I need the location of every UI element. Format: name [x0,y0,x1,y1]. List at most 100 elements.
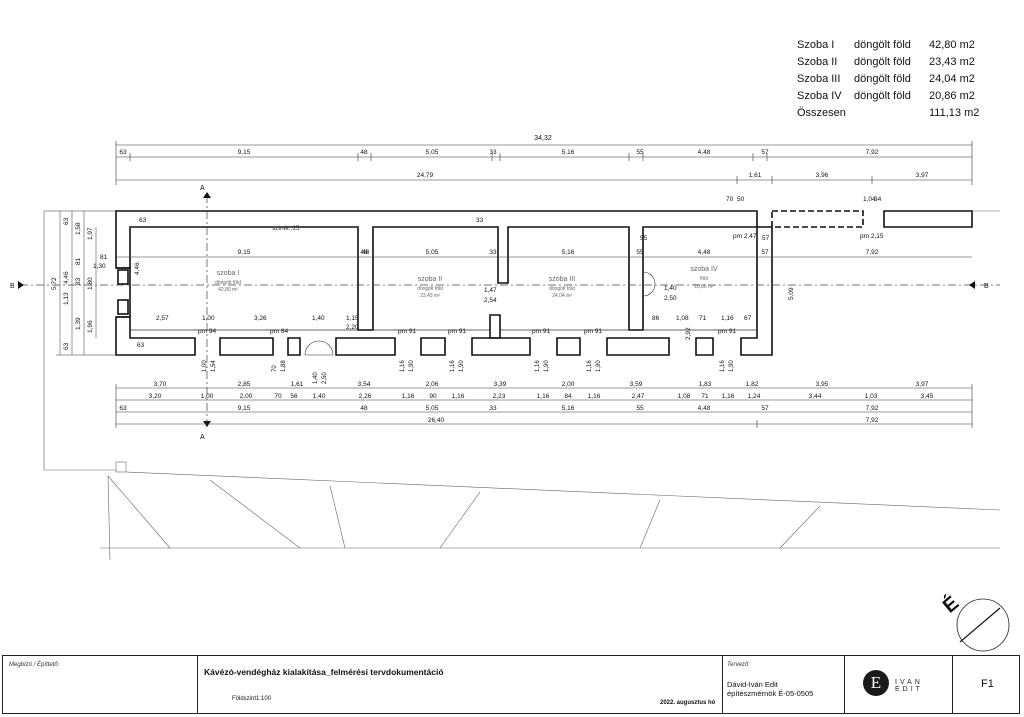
dim-label: 1,61 [749,172,762,179]
sheet-number: F1 [981,678,994,690]
dim-label: 34 [874,196,882,203]
dim-label: 2,50 [322,372,328,384]
dim-label: 3,45 [921,393,934,400]
north-arrow-icon [959,607,1001,643]
dim-label: 1,16 [722,393,735,400]
dim-label: 1,90 [409,360,415,372]
bottom-dimensions [115,384,973,428]
dim-label: 1,16 [537,393,550,400]
dim-label: 1,08 [678,393,691,400]
opening-label: pm 2,15 [860,233,884,240]
dim-label: 5,16 [562,149,575,156]
dim-label: 2,00 [562,381,575,388]
company-logo: E [863,670,889,696]
dim-label: 1,00 [201,393,214,400]
dim-label: 57 [762,235,770,242]
dim-label: 81 [75,257,82,265]
room-area: 23,43 m² [420,293,440,299]
dim-label: 1,83 [699,381,712,388]
dim-label: 63 [139,217,147,224]
dim-label: 2,92 [685,327,692,340]
dim-label: 70 [726,196,734,203]
inner-dimensions: 9,15 48 5,05 33 5,16 55 4,48 57 7,92 [238,249,879,256]
dim-label: 26,40 [428,417,445,424]
opening-label: pm 91 [718,328,736,335]
room-name: szoba II [418,276,443,283]
dim-label: 86 [652,315,660,322]
dim-label: 48 [360,149,368,156]
dim-label: 7,92 [866,149,879,156]
dim-label: 1,16 [720,360,726,372]
dim-label: 5,72 [51,277,58,290]
dim-label: 3,97 [916,381,929,388]
site-outline [44,210,1001,561]
room-floor: döngölt föld [549,286,575,292]
dim-label: 3,44 [809,393,822,400]
section-arrow-icon [969,281,975,289]
dim-label: 84 [564,393,572,400]
opening-label: pm 91 [584,328,602,335]
dim-label: 3,26 [254,315,267,322]
section-lines [20,195,1000,430]
misc-dimensions: 1,30 81 2,57 1,00 3,26 1,40 1,15 2,20 1,… [93,196,882,349]
room-area: 20,86 m² [694,284,714,290]
compass-circle [956,598,1010,652]
north-arrow: É [938,591,1010,652]
dim-row-3: 24,79 1,61 3,96 3,97 [417,172,929,179]
dim-label: 81 [100,254,108,261]
dim-label: 90 [429,393,437,400]
dim-label: 1,39 [75,317,82,330]
dim-label: 5,05 [426,405,439,412]
project-cell: Kávézó-vendégház kialakítása_felmérési t… [198,656,723,713]
dim-label: 1,40 [313,372,319,384]
room-floor: föld [700,276,708,282]
dim-label: 4,48 [698,249,711,256]
dim-label: 3,95 [816,381,829,388]
dim-label: 1,40 [313,393,326,400]
opening-label: pm 91 [532,328,550,335]
doors [304,271,656,356]
dim-label: 1,16 [587,360,593,372]
dim-label: 48 [360,249,368,256]
dim-label: 1,61 [291,381,304,388]
dim-label: 2,85 [238,381,251,388]
dim-label: 9,15 [238,405,251,412]
dim-label: 1,16 [402,393,415,400]
dim-label: 71 [699,315,707,322]
dim-label: 3,54 [358,381,371,388]
dim-label: 3,20 [149,393,162,400]
room-name: szoba IV [690,266,718,273]
dim-label: 63 [63,342,70,350]
room-name: szoba III [549,276,576,283]
section-label: B [10,283,15,290]
dim-label: 5,05 [426,249,439,256]
section-markers: B B A A [10,185,989,441]
dim-label: 1,47 [484,287,497,294]
dim-label: 4,46 [63,271,70,284]
dim-label: 2,26 [359,393,372,400]
dim-label: 2,50 [664,295,677,302]
dim-label: 1,96 [87,320,94,333]
dim-label: 1,90 [729,360,735,372]
dim-overall: 34,32 [534,135,552,142]
opening-label: pm 2,47 [733,233,757,240]
level-note: szintk.:15 [272,225,300,232]
dim-label: 57 [761,149,769,156]
vertical-dim-lines [43,210,116,470]
dim-label: 1,80 [87,277,94,290]
dim-label: 3,59 [630,381,643,388]
dim-label: 1,16 [721,315,734,322]
title-block: Megbízó / Építtető: Kávézó-vendégház kia… [2,655,1020,714]
dim-label: 3,96 [816,172,829,179]
dim-label: 55 [640,235,648,242]
dim-label: 1,40 [312,315,325,322]
bottom-dim-row-3: 63 9,15 48 5,05 33 5,16 55 4,48 57 7,92 [119,405,878,412]
dim-label: 5,09 [788,287,795,300]
opening-label: pm 84 [270,328,288,335]
dim-label: 4,48 [698,405,711,412]
